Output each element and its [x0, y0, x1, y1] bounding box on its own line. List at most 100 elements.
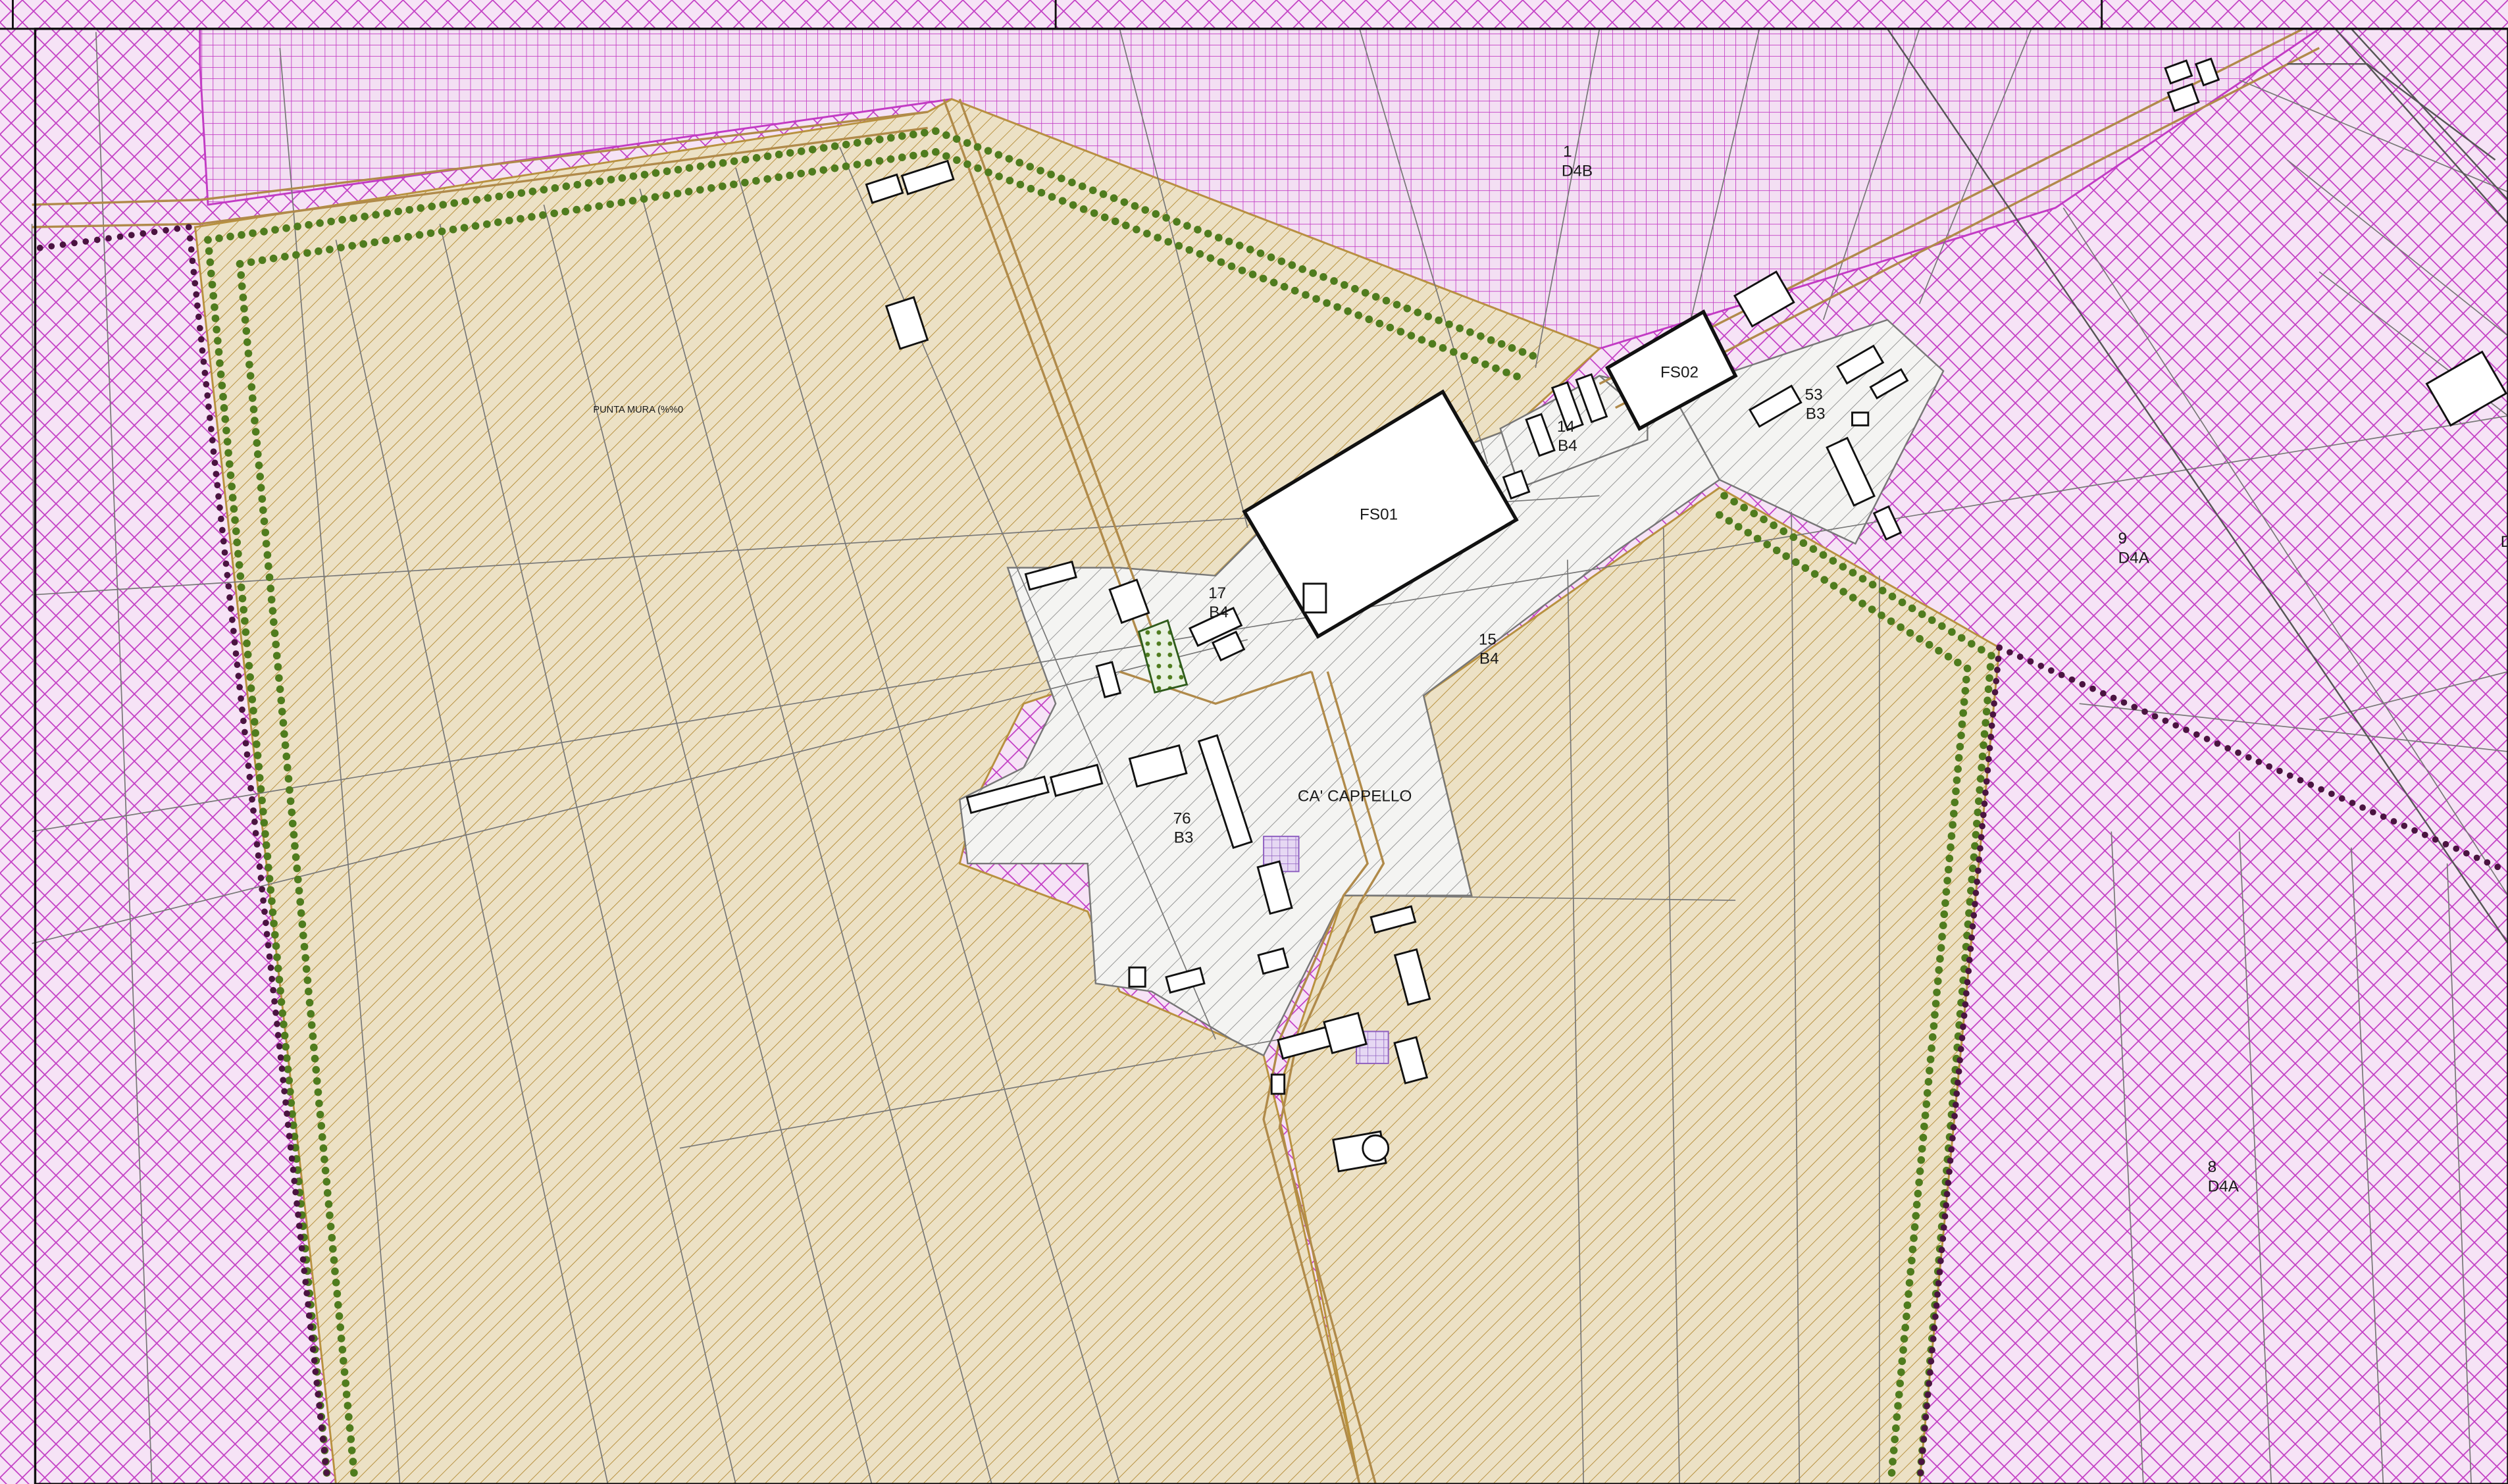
tree-dot [219, 393, 227, 401]
boundary-dot [301, 1267, 308, 1274]
boundary-dot [2255, 758, 2263, 765]
tree-dot [1949, 821, 1957, 829]
boundary-dot [2027, 658, 2034, 665]
tree-dot [1956, 742, 1964, 751]
tree-dot [1799, 539, 1808, 548]
boundary-dot [2338, 795, 2345, 802]
tree-dot [371, 238, 379, 246]
tree-dot [1740, 503, 1749, 512]
tree-dot [853, 139, 861, 147]
boundary-dot [1977, 845, 1983, 852]
service-label-fs01: FS01 [1360, 506, 1398, 524]
boundary-dot [245, 762, 252, 769]
boundary-dot [207, 415, 213, 421]
boundary-dot [2442, 840, 2449, 848]
tree-dot [251, 428, 260, 436]
boundary-dot [252, 830, 259, 836]
tree-dot [719, 182, 727, 190]
building [1733, 270, 1795, 328]
tree-dot [1928, 1033, 1937, 1041]
building [900, 159, 955, 195]
boundary-dot [249, 796, 255, 803]
tree-dot [294, 875, 302, 884]
boundary-dot [204, 392, 211, 399]
tree-dot [250, 718, 259, 726]
tree-dot [471, 222, 480, 230]
boundary-dot [260, 897, 267, 904]
tree-dot [236, 260, 244, 268]
boundary-dot [1994, 667, 2001, 673]
tree-dot [326, 1211, 334, 1219]
tree-dot [707, 161, 716, 168]
boundary-dot [1976, 856, 1983, 863]
boundary-dot [288, 1155, 295, 1162]
tree-dot [1110, 194, 1118, 202]
boundary-dot [1972, 890, 1980, 896]
tree-dot [1923, 1089, 1932, 1097]
boundary-dot [1986, 744, 1993, 752]
tree-dot [217, 371, 225, 378]
boundary-dot [1929, 1346, 1935, 1354]
tree-dot [1982, 707, 1991, 716]
boundary-dot [280, 1077, 287, 1084]
tree-dot [1941, 899, 1949, 908]
boundary-dot [247, 784, 254, 792]
boundary-dot [320, 1446, 328, 1454]
tree-dot [1920, 1122, 1928, 1131]
tree-dot [1026, 163, 1035, 171]
tree-dot [1905, 1279, 1914, 1287]
boundary-dot [298, 1244, 305, 1252]
boundary-dot [200, 358, 207, 365]
tree-dot [1938, 622, 1946, 630]
tree-dot [257, 785, 265, 793]
tree-dot [875, 157, 884, 165]
tree-dot [1930, 1022, 1938, 1030]
tree-dot [1280, 282, 1289, 291]
boundary-dot [1960, 1012, 1968, 1019]
tree-dot [1903, 1301, 1912, 1310]
tree-dot [1183, 222, 1191, 230]
boundary-dot [295, 1222, 303, 1229]
tree-dot [226, 471, 235, 480]
tree-dot [245, 661, 253, 670]
tree-dot [438, 227, 446, 236]
boundary-dot [238, 695, 244, 702]
boundary-dot [105, 235, 112, 242]
tree-dot [249, 707, 257, 715]
boundary-dot [2453, 845, 2460, 852]
tree-dot [248, 394, 257, 402]
tree-dot [1910, 1234, 1918, 1242]
tree-dot [276, 685, 284, 694]
tree-dot [1027, 184, 1035, 193]
tree-dot [305, 220, 313, 229]
building [1502, 469, 1531, 500]
tree-dot [263, 551, 272, 559]
boundary-dot [1966, 956, 1973, 963]
building [1525, 413, 1556, 457]
tree-dot [617, 198, 626, 207]
tree-dot [1938, 933, 1946, 941]
tree-dot [251, 417, 259, 424]
tree-dot [332, 1278, 340, 1287]
building [2166, 83, 2200, 113]
tree-dot [853, 161, 861, 168]
tree-dot [898, 153, 906, 161]
boundary-dot [281, 1088, 288, 1095]
building [1869, 368, 1909, 399]
tree-dot [259, 807, 267, 816]
boundary-dot [2099, 690, 2107, 697]
boundary-dot [2307, 781, 2315, 788]
tree-dot [1908, 1256, 1916, 1265]
tree-dot [920, 128, 929, 137]
tree-dot [1789, 533, 1798, 542]
boundary-dot [1955, 1068, 1962, 1075]
tree-dot [262, 841, 270, 850]
boundary-dot [195, 313, 202, 320]
building [1575, 373, 1608, 424]
tree-dot [1333, 303, 1341, 311]
tree-dot [1006, 176, 1014, 185]
boundary-dot [1938, 1246, 1945, 1254]
tree-dot [1508, 344, 1516, 352]
tree-dot [359, 240, 368, 248]
tree-dot [1889, 1446, 1898, 1454]
